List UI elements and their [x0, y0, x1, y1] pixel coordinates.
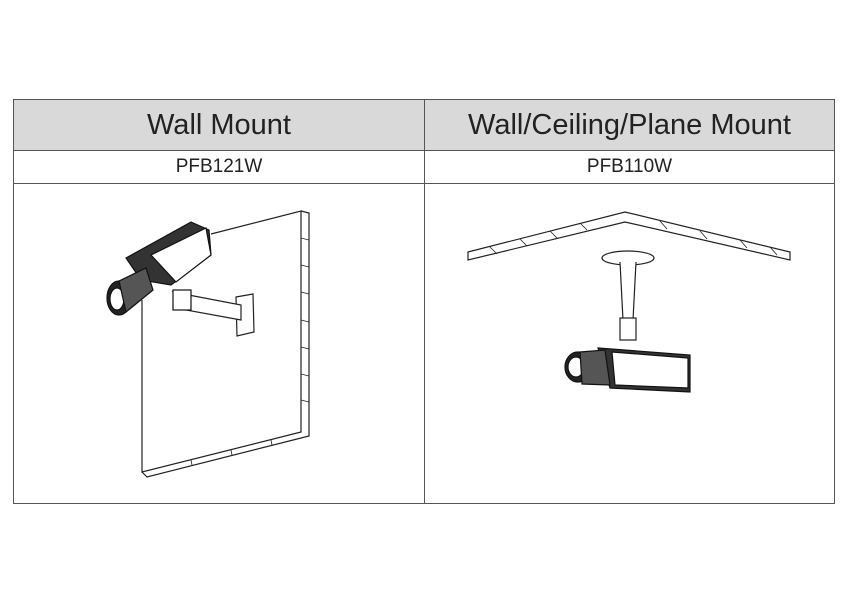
wall-mount-illustration: [14, 184, 425, 503]
header-wall-mount: Wall Mount: [14, 100, 425, 150]
header-wall-ceiling-plane-mount: Wall/Ceiling/Plane Mount: [468, 108, 791, 141]
model-row: PFB121W PFB110W: [14, 151, 834, 184]
illustration-row: [14, 184, 834, 503]
model-pfb110w: PFB110W: [586, 156, 673, 177]
ceiling-mount-illustration: [425, 184, 835, 503]
mount-table: Wall Mount Wall/Ceiling/Plane Mount PFB1…: [13, 99, 835, 504]
ceiling-mount-camera-drawing: [467, 211, 791, 393]
header-row: Wall Mount Wall/Ceiling/Plane Mount: [14, 100, 834, 151]
wall-mount-camera-drawing: [106, 210, 310, 478]
model-pfb121w: PFB121W: [14, 151, 425, 183]
